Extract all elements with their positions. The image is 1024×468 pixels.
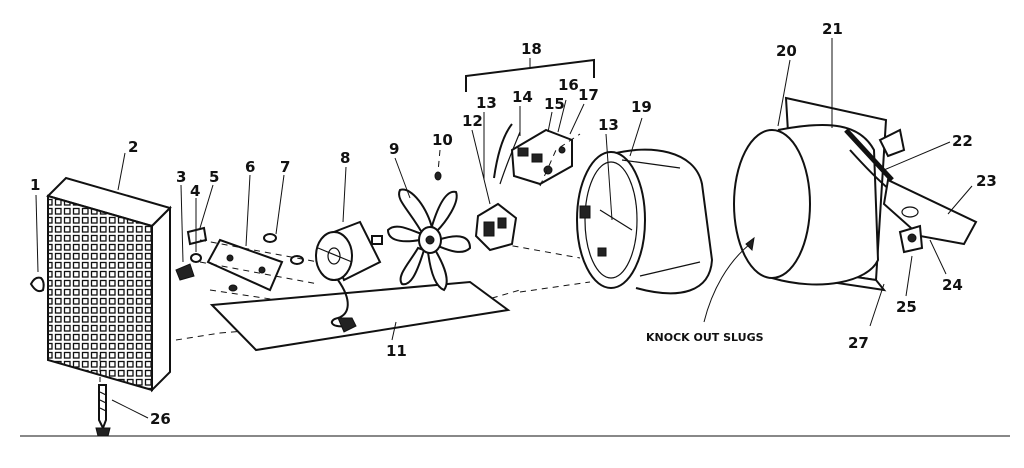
callout-21: 21: [822, 20, 843, 38]
callout-labels: 1 2 3 4 5 6 7 8 9 10 11 12 13 14 15 16 1…: [30, 20, 997, 428]
callout-13-housing: 13: [598, 116, 619, 134]
callout-1: 1: [30, 176, 40, 194]
part-18-group-bracket: [465, 58, 595, 92]
callout-9: 9: [389, 140, 399, 158]
callout-6: 6: [245, 158, 255, 176]
callout-19: 19: [631, 98, 652, 116]
callout-15: 15: [544, 95, 565, 113]
callout-2: 2: [128, 138, 138, 156]
callout-10: 10: [432, 131, 453, 149]
part-7-screws: [228, 174, 304, 292]
parts-14-17-switch-assembly: [493, 99, 585, 187]
callout-13-receptacle: 13: [476, 94, 497, 112]
callout-7: 7: [280, 158, 290, 176]
part-20-wall-sleeve: [733, 38, 951, 327]
callout-11: 11: [386, 342, 407, 360]
callout-4: 4: [190, 182, 200, 200]
callout-12: 12: [462, 112, 483, 130]
callout-8: 8: [340, 149, 350, 167]
part-8-motor: [315, 166, 383, 333]
part-2-grille: [46, 152, 172, 393]
part-6-bracket: [206, 174, 284, 292]
part-12-receptacle: [471, 112, 518, 252]
callout-20: 20: [776, 42, 797, 60]
callout-18: 18: [521, 40, 542, 58]
callout-14: 14: [512, 88, 533, 106]
callout-22: 22: [952, 132, 973, 150]
callout-27: 27: [848, 334, 869, 352]
callout-24: 24: [942, 276, 963, 294]
knock-out-slugs-label: KNOCK OUT SLUGS: [646, 331, 764, 344]
part-9-fan-blade: [386, 157, 472, 292]
callout-5: 5: [209, 168, 219, 186]
callout-3: 3: [176, 168, 186, 186]
part-19-housing-ring: [576, 117, 714, 295]
callout-16: 16: [558, 76, 579, 94]
part-11-mounting-plate: [209, 280, 511, 352]
part-26-screw: [95, 355, 149, 437]
callout-17: 17: [578, 86, 599, 104]
part-23-damper-plate: [882, 178, 978, 297]
callout-26: 26: [150, 410, 171, 428]
part-10-set-screw: [434, 149, 442, 181]
callout-23: 23: [976, 172, 997, 190]
callout-25: 25: [896, 298, 917, 316]
part-1-knob: [29, 194, 45, 293]
knock-out-slugs-leader: [703, 236, 755, 323]
